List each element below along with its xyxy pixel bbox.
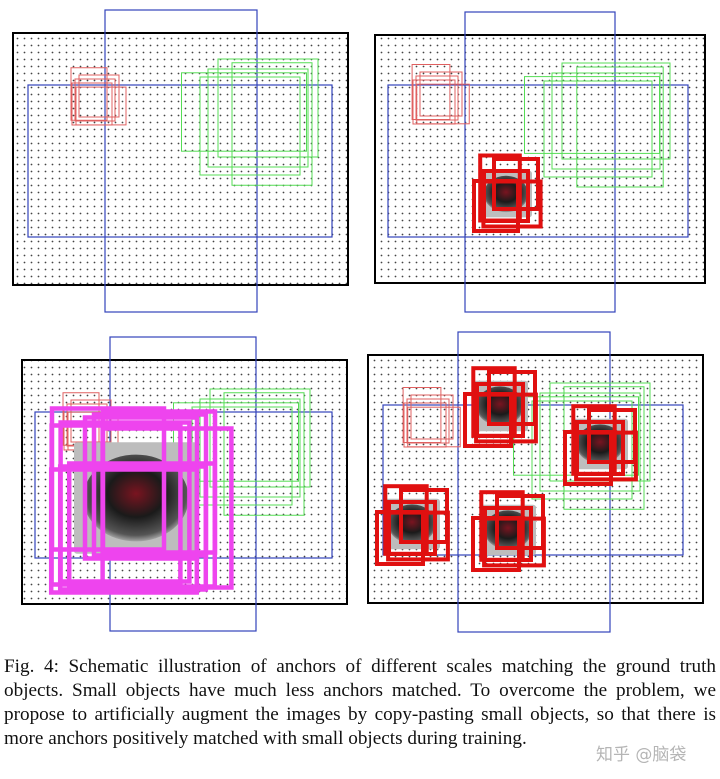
- matched-top-right: [472, 153, 543, 233]
- medium-anchor-top-left-2: [231, 62, 313, 186]
- large-anchor-top-left-0: [27, 84, 333, 238]
- figure-svg: [12, 9, 706, 633]
- panel-top-left: [12, 9, 349, 313]
- small-anchor-bottom-right-1: [402, 387, 442, 443]
- medium-anchor-top-right-4: [561, 62, 671, 160]
- medium-anchor-bottom-right-3: [531, 400, 633, 500]
- matched-anchor-obj-d-4: [495, 494, 545, 550]
- medium-anchor-top-right-3: [543, 80, 653, 178]
- medium-anchor-bottom-right-0: [539, 392, 641, 492]
- large-anchor-top-right-1: [464, 11, 616, 313]
- small-anchor-top-right-4: [419, 71, 463, 117]
- small-anchor-bottom-right-4: [410, 394, 454, 440]
- small-anchor-top-left-4: [78, 74, 120, 118]
- medium-anchor-bottom-left-4: [209, 388, 311, 488]
- small-anchor-top-left-0: [74, 78, 116, 122]
- medium-anchor-bottom-left-0: [199, 398, 301, 498]
- medium-anchor-bottom-left-2: [223, 392, 305, 516]
- large-anchor-top-left-1: [104, 9, 258, 313]
- matched-bottom-right: [375, 366, 638, 572]
- matched-anchor-obj-large-7: [100, 426, 234, 590]
- medium-anchor-bottom-left-1: [173, 402, 299, 482]
- figure-caption: Fig. 4: Schematic illustration of anchor…: [4, 656, 716, 749]
- medium-anchor-top-right-1: [524, 76, 660, 154]
- matched-anchor-obj-c-1: [383, 484, 429, 556]
- matched-anchor-obj-a-4: [487, 370, 537, 426]
- matched-anchor-obj-large-9: [82, 415, 200, 561]
- panel-frame-top-left: [12, 32, 349, 286]
- medium-anchor-top-left-0: [207, 68, 309, 168]
- matched-bottom-left: [48, 406, 234, 595]
- matched-anchor-obj-1-4: [492, 157, 540, 211]
- matched-anchor-obj-d-1: [479, 490, 525, 562]
- small-anchor-top-left-3: [71, 82, 113, 126]
- medium-anchor-top-left-3: [199, 76, 301, 176]
- small-anchor-top-right-1: [411, 64, 451, 120]
- small-anchor-top-left-1: [70, 67, 108, 121]
- matched-anchor-obj-large-6: [91, 412, 209, 558]
- medium-anchor-top-right-2: [576, 66, 664, 188]
- large-anchor-top-right-0: [387, 84, 689, 238]
- watermark: 知乎 @脑袋: [596, 745, 687, 765]
- medium-anchor-top-left-1: [181, 72, 307, 152]
- figure-panels: [12, 9, 706, 633]
- small-anchor-top-right-3: [412, 79, 456, 125]
- matched-anchor-obj-c-4: [399, 488, 449, 544]
- matched-anchor-obj-b-1: [571, 404, 617, 476]
- matched-anchor-obj-b-4: [587, 408, 637, 464]
- matched-anchor-obj-a-1: [471, 366, 517, 438]
- small-anchor-bottom-right-3: [403, 402, 447, 448]
- medium-anchor-top-left-4: [217, 58, 319, 158]
